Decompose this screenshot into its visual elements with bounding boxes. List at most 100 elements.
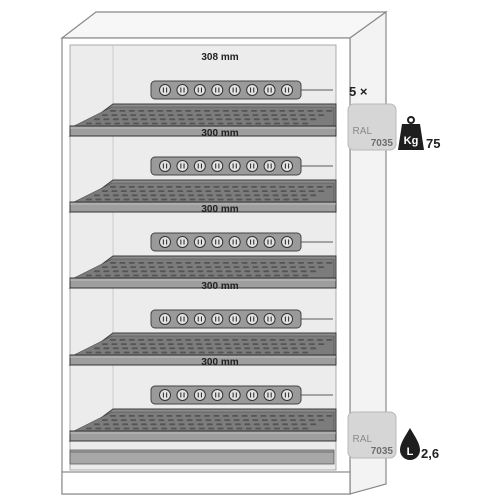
shelf-slot [290,419,296,421]
shelf: 300 mm [68,204,337,289]
shelf-slot [133,274,139,277]
shelf-slot [271,266,278,268]
shelf-slot [236,351,243,354]
shelf-slot [255,198,262,201]
shelf-slot [157,110,163,112]
shelf-slot [189,274,196,277]
shelf-slot [170,427,177,430]
shelf-slot [253,423,260,426]
shelf-slot [178,118,185,121]
shelf-slot [214,190,221,192]
shelf-slot [255,351,262,354]
shelf-slot [261,266,268,268]
shelf-slot [227,198,233,201]
shelf-slot [288,415,295,417]
shelf-slot [139,343,146,345]
shelf-slot [300,118,307,121]
shelf-slot [170,274,177,277]
shelf-slot [170,351,177,354]
weight-body [398,124,424,150]
shelf-slot [159,423,166,426]
shelf-slot [272,270,279,273]
shelf-slot [122,270,129,273]
shelf-slot [110,339,116,341]
shelf-slot [222,415,229,417]
shelf-slot [263,194,270,197]
shelf-slot [103,118,110,121]
shelf-slot [120,114,127,116]
shelf-slot [158,190,165,192]
shelf-slot [224,114,231,116]
power-strip [150,385,302,405]
shelf-slot [310,347,317,350]
shelf-slot [235,118,241,121]
socket [246,160,259,172]
bottom-sump [69,449,335,465]
shelf-slot [269,415,276,417]
shelf-slot [151,427,158,430]
shelf-slot [151,351,158,354]
shelf-slot [261,190,268,192]
shelf-slot [310,270,317,273]
shelf-slot [189,427,196,430]
shelf-slot [263,270,270,273]
socket [281,389,293,401]
shelf-slot [204,415,210,417]
shelf-slot [103,270,110,273]
shelf-slot [225,118,232,121]
shelf-slot [110,110,116,112]
shelf-slot [271,419,278,421]
shelf-slot [206,194,213,197]
socket [246,389,259,401]
shelf-slot [175,415,182,417]
shelf-slot [292,198,299,201]
shelf-slot [95,122,102,125]
shelf-slot [114,274,121,277]
shelf-slot [198,122,205,125]
shelf-slot [102,190,108,192]
shelf-slot [150,347,157,350]
shelf-slot [142,122,149,125]
shelf-slot [170,198,177,201]
shelf-slot [208,274,215,277]
shelf-slot [177,343,184,345]
shelf-slot [269,110,276,112]
shelf-slot [280,343,287,345]
power-strip [150,80,302,100]
shelf-slot [279,262,286,264]
shelf-slot [255,122,262,125]
shelf-slot [308,266,315,268]
shelf-slot [185,262,192,264]
shelf-slot [233,419,240,421]
shelf: 300 mm [68,357,337,442]
shelf-slot [251,186,257,188]
shelf-slot [133,351,139,354]
shelf-slot [269,339,276,341]
shelf-slot [166,339,173,341]
shelf-slot [217,351,224,354]
shelf-slot [175,262,182,264]
shelf-slot [282,194,288,197]
shelf-slot [122,347,129,350]
shelf-slot [288,262,295,264]
shelf-slot [180,122,186,125]
shelf-slot [133,198,139,201]
sump-color-name: RAL [353,434,373,445]
socket [193,313,206,325]
shelf-slot [274,351,280,354]
socket [281,160,293,172]
shelf-slot [300,270,307,273]
shelf-slot [180,274,186,277]
shelf-slot [131,423,138,426]
shelf-slot [299,266,306,268]
shelf-slot [103,347,110,350]
shelf-slot [269,186,276,188]
shelf-slot [280,190,287,192]
shelf-quantity: 5 × [349,84,368,99]
shelf-slot [175,110,182,112]
shelf-slot [300,194,307,197]
shelf-slot [123,351,130,354]
shelf-slot [158,114,165,116]
shelf-slot [86,198,92,201]
shelf-slot [167,343,174,345]
